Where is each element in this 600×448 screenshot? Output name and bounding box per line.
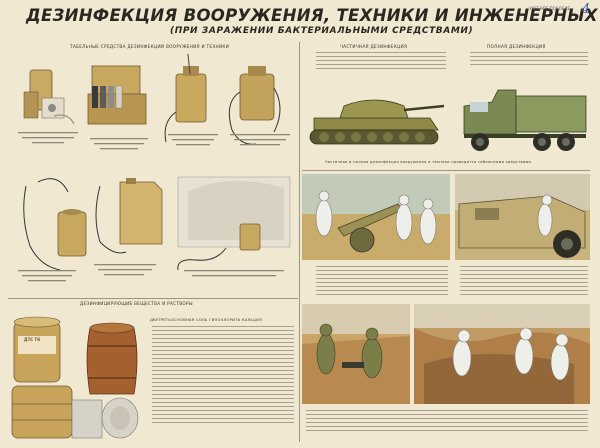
armored-car-scene bbox=[455, 174, 590, 260]
barrel-label: ДТС ГК bbox=[24, 337, 41, 342]
section-full-heading: ПОЛНАЯ ДЕЗИНФЕКЦИЯ bbox=[487, 44, 546, 49]
scene-text-left bbox=[316, 266, 448, 298]
gun-decontamination-scene bbox=[302, 174, 450, 260]
bottle-set-illustration bbox=[87, 65, 147, 125]
section-bleach-heading: ДВУТРЕТЬОСНОВНАЯ СОЛЬ ГИПОХЛОРИТА КАЛЬЦИ… bbox=[150, 318, 263, 322]
wooden-barrel bbox=[86, 322, 138, 395]
substances-text bbox=[152, 326, 294, 426]
scene-text-right bbox=[460, 266, 588, 298]
barrel-left bbox=[13, 316, 61, 383]
vehicle-canister-illustration bbox=[177, 176, 291, 271]
poster-subtitle: (ПРИ ЗАРАЖЕНИИ БАКТЕРИАЛЬНЫМИ СРЕДСТВАМИ… bbox=[170, 26, 474, 36]
trench-disinfection-scene bbox=[414, 304, 590, 404]
metal-barrels bbox=[11, 385, 139, 439]
equipment-illustrations bbox=[8, 52, 298, 296]
left-horizontal-divider bbox=[8, 298, 298, 299]
substances-illustration bbox=[8, 308, 148, 444]
hose-sprayer-illustration bbox=[23, 178, 87, 271]
decontamination-kit-illustration bbox=[23, 69, 75, 125]
sprayer-illustration bbox=[164, 53, 207, 143]
tank-illustration bbox=[304, 88, 444, 154]
truck-illustration bbox=[456, 82, 590, 156]
jerrycan-illustration bbox=[95, 178, 163, 254]
section-substances-heading: ДЕЗИНФИЦИРУЮЩИЕ ВЕЩЕСТВА И РАСТВОРЫ bbox=[80, 301, 193, 306]
corner-note: УЧЕБНОЕ ПОСОБИЕ bbox=[529, 6, 570, 11]
poster-title: ДЕЗИНФЕКЦИЯ ВООРУЖЕНИЯ, ТЕХНИКИ И ИНЖЕНЕ… bbox=[26, 6, 600, 25]
right-horizontal-divider bbox=[302, 170, 590, 171]
partial-text bbox=[316, 52, 446, 72]
trench-soldiers-scene bbox=[302, 304, 410, 404]
vehicles-caption: Частичная и полная дезинфекция вооружени… bbox=[325, 160, 532, 164]
trench-text bbox=[306, 410, 588, 434]
full-text bbox=[470, 52, 588, 68]
backpack-sprayer-illustration bbox=[228, 66, 281, 145]
section-equipment-heading: ТАБЕЛЬНЫЕ СРЕДСТВА ДЕЗИНФЕКЦИИ ВООРУЖЕНИ… bbox=[70, 44, 230, 49]
page-number: 4 bbox=[581, 2, 590, 17]
center-divider bbox=[299, 42, 300, 442]
section-partial-heading: ЧАСТИЧНАЯ ДЕЗИНФЕКЦИЯ bbox=[340, 44, 408, 49]
